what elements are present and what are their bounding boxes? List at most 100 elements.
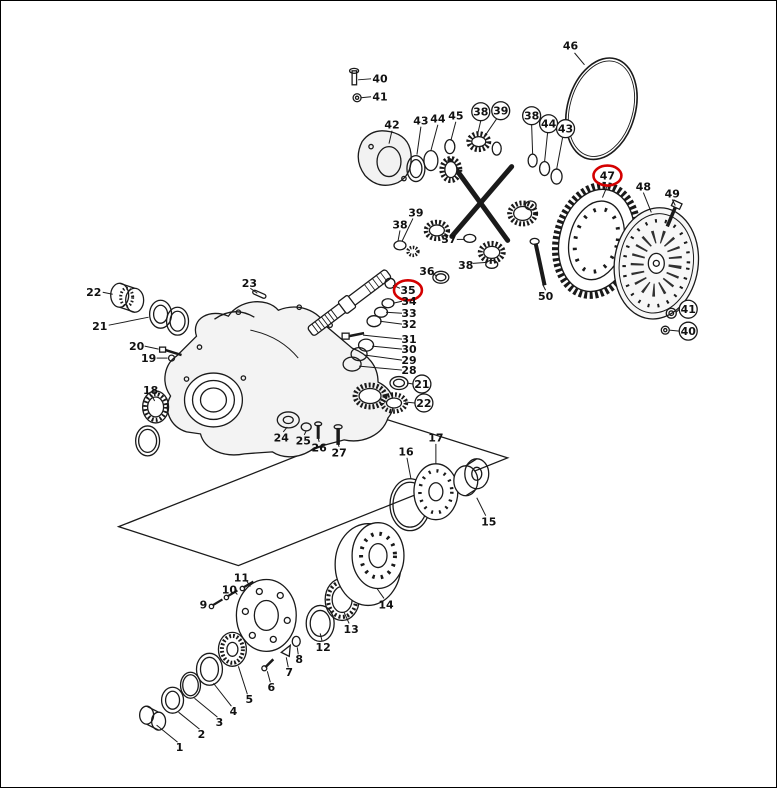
part-label-5: 5 — [246, 693, 254, 706]
part-label-33: 33 — [401, 307, 416, 320]
part-label-8: 8 — [295, 653, 303, 666]
part-callout-29: 29 — [401, 354, 416, 367]
part-callout-1: 1 — [176, 741, 184, 754]
part-label-41: 41 — [681, 303, 696, 316]
part-label-24: 24 — [274, 432, 290, 445]
callout-circle — [471, 102, 491, 122]
part-label-43: 43 — [558, 123, 573, 136]
part-callout-20: 20 — [129, 340, 145, 353]
part-callout-38-circled: 38 — [522, 106, 542, 126]
part-label-34: 34 — [401, 295, 417, 308]
spider-cross-assembly — [393, 131, 563, 284]
part-label-9: 9 — [200, 598, 208, 611]
bolt-49-part — [665, 199, 683, 228]
part-label-47: 47 — [600, 169, 615, 182]
part-callout-21-circled: 21 — [412, 374, 432, 394]
part-callout-39-circled: 39 — [491, 101, 511, 121]
part-callout-4: 4 — [230, 705, 238, 718]
part-callout-3: 3 — [216, 716, 224, 729]
part-label-36: 36 — [419, 265, 435, 278]
part-label-22: 22 — [416, 397, 431, 410]
part-callout-33: 33 — [401, 307, 416, 320]
part-label-50: 50 — [538, 290, 554, 303]
part-callout-43-circled: 43 — [555, 119, 576, 139]
diagram-artwork — [102, 52, 700, 743]
part-callout-47-highlighted: 47 — [592, 164, 623, 187]
part-label-43: 43 — [413, 115, 428, 128]
part-label-4: 4 — [230, 705, 238, 718]
part-callout-35-highlighted: 35 — [392, 278, 424, 302]
part-callout-32: 32 — [401, 318, 416, 331]
highlight-ellipse — [592, 164, 623, 187]
part-callout-15: 15 — [481, 516, 496, 529]
part-label-14: 14 — [378, 598, 394, 611]
axle-hub-parts — [138, 458, 490, 731]
part-callout-40: 40 — [372, 73, 388, 86]
part-callout-26: 26 — [312, 442, 328, 455]
part-label-27: 27 — [331, 447, 346, 460]
nut-40-right-part — [660, 325, 670, 335]
part-label-28: 28 — [401, 364, 416, 377]
part-label-44: 44 — [430, 113, 446, 126]
part-label-40: 40 — [681, 325, 697, 338]
part-callout-31: 31 — [401, 333, 416, 346]
part-label-6: 6 — [267, 681, 275, 694]
part-callout-13: 13 — [343, 623, 358, 636]
part-callout-24: 24 — [274, 432, 290, 445]
part-label-3: 3 — [216, 716, 224, 729]
bolt-40-part — [348, 67, 362, 103]
part-label-17: 17 — [428, 432, 443, 445]
part-callout-17: 17 — [428, 432, 443, 445]
part-callout-34: 34 — [401, 295, 417, 308]
part-label-41: 41 — [372, 91, 387, 104]
part-callout-7: 7 — [285, 666, 293, 679]
highlight-ellipse — [392, 278, 424, 302]
bearing-18-part — [135, 390, 170, 457]
part-callout-49: 49 — [665, 187, 680, 200]
part-callout-41-circled: 41 — [678, 299, 698, 319]
part-callout-37: 37 — [441, 233, 456, 246]
part-label-7: 7 — [285, 666, 293, 679]
part-callout-46: 46 — [563, 40, 579, 53]
callout-circle — [491, 101, 511, 121]
part-label-38: 38 — [524, 110, 539, 123]
callout-circle — [414, 393, 434, 413]
part-callout-39: 39 — [408, 206, 423, 219]
part-label-40: 40 — [372, 73, 388, 86]
part-label-38: 38 — [473, 106, 488, 119]
part-callout-21: 21 — [92, 320, 107, 333]
callout-circle — [678, 321, 698, 341]
washer-41-right-part — [665, 307, 677, 319]
part-callout-27: 27 — [331, 447, 346, 460]
part-callout-36: 36 — [419, 265, 435, 278]
diff-case-half-42-part — [357, 130, 456, 186]
callout-circle — [412, 374, 432, 394]
bearing-22-left-part — [110, 282, 145, 313]
part-label-13: 13 — [343, 623, 358, 636]
part-callout-44: 44 — [430, 113, 446, 126]
part-label-10: 10 — [222, 583, 238, 596]
part-label-12: 12 — [316, 641, 331, 654]
part-label-21: 21 — [92, 320, 107, 333]
part-label-21: 21 — [414, 378, 429, 391]
part-callout-16: 16 — [398, 446, 414, 459]
part-callout-45: 45 — [448, 110, 463, 123]
part-callout-43: 43 — [413, 115, 428, 128]
part-label-32: 32 — [401, 318, 416, 331]
part-label-30: 30 — [401, 343, 417, 356]
part-callout-28: 28 — [401, 364, 416, 377]
part-label-23: 23 — [242, 277, 257, 290]
part-callout-41: 41 — [372, 91, 387, 104]
part-callout-40-circled: 40 — [678, 321, 698, 341]
part-callout-48: 48 — [636, 180, 651, 193]
part-label-20: 20 — [129, 340, 145, 353]
part-label-11: 11 — [234, 571, 249, 584]
part-label-35: 35 — [400, 284, 415, 297]
part-callout-38: 38 — [392, 218, 407, 231]
part-label-1: 1 — [176, 741, 184, 754]
part-label-31: 31 — [401, 333, 416, 346]
part-callout-30: 30 — [401, 343, 417, 356]
part-label-22: 22 — [86, 286, 101, 299]
